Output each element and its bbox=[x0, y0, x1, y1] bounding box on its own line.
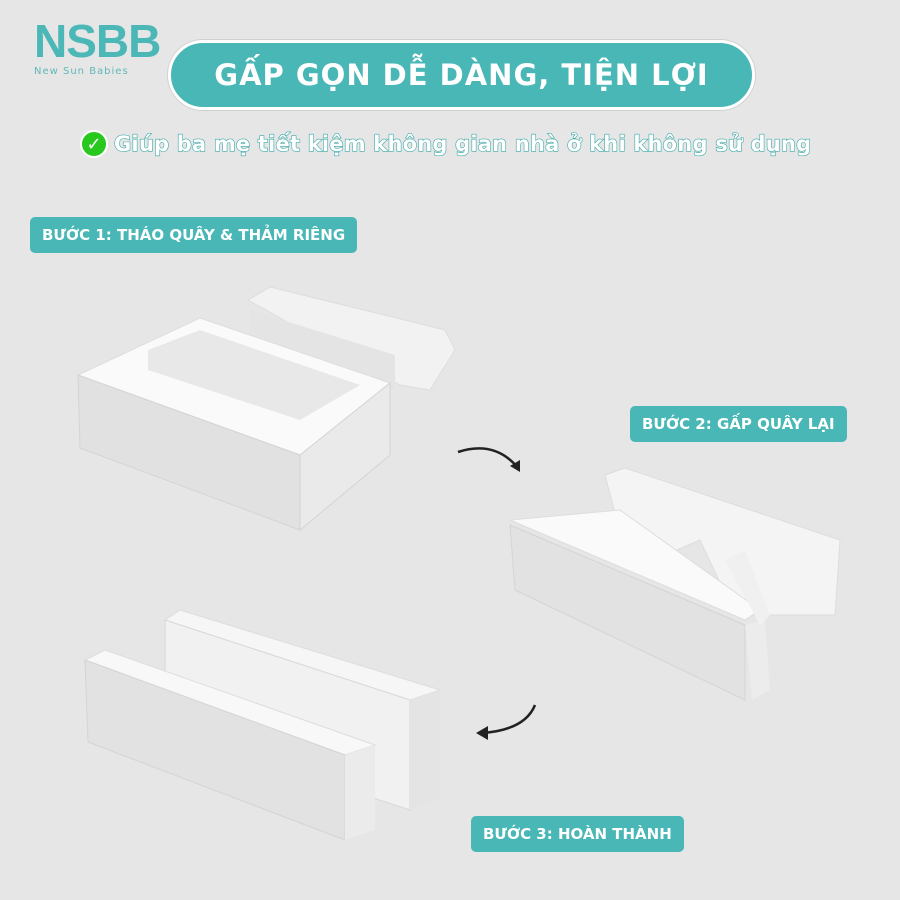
arrow-icon bbox=[476, 704, 537, 740]
logo-mark: NSBB bbox=[34, 15, 161, 67]
arrow-icon bbox=[457, 447, 520, 472]
logo-tagline: New Sun Babies bbox=[34, 66, 129, 77]
subtitle-text: Giúp ba mẹ tiết kiệm không gian nhà ở kh… bbox=[113, 131, 812, 156]
step-1-label: BƯỚC 1: THÁO QUÂY & THẢM RIÊNG bbox=[30, 217, 358, 253]
playpen-assembled-illustration bbox=[76, 286, 456, 532]
playpen-folded-illustration bbox=[83, 609, 442, 841]
check-circle-icon: ✓ bbox=[80, 130, 108, 158]
page-title: GẤP GỌN DỄ DÀNG, TIỆN LỢI bbox=[168, 40, 755, 110]
step-3-label: BƯỚC 3: HOÀN THÀNH bbox=[471, 816, 684, 852]
subtitle: ✓ Giúp ba mẹ tiết kiệm không gian nhà ở … bbox=[80, 130, 812, 158]
brand-logo: NSBB New Sun Babies bbox=[34, 18, 166, 78]
playpen-folding-illustration bbox=[509, 467, 841, 701]
step-2-label: BƯỚC 2: GẤP QUÂY LẠI bbox=[630, 406, 847, 442]
